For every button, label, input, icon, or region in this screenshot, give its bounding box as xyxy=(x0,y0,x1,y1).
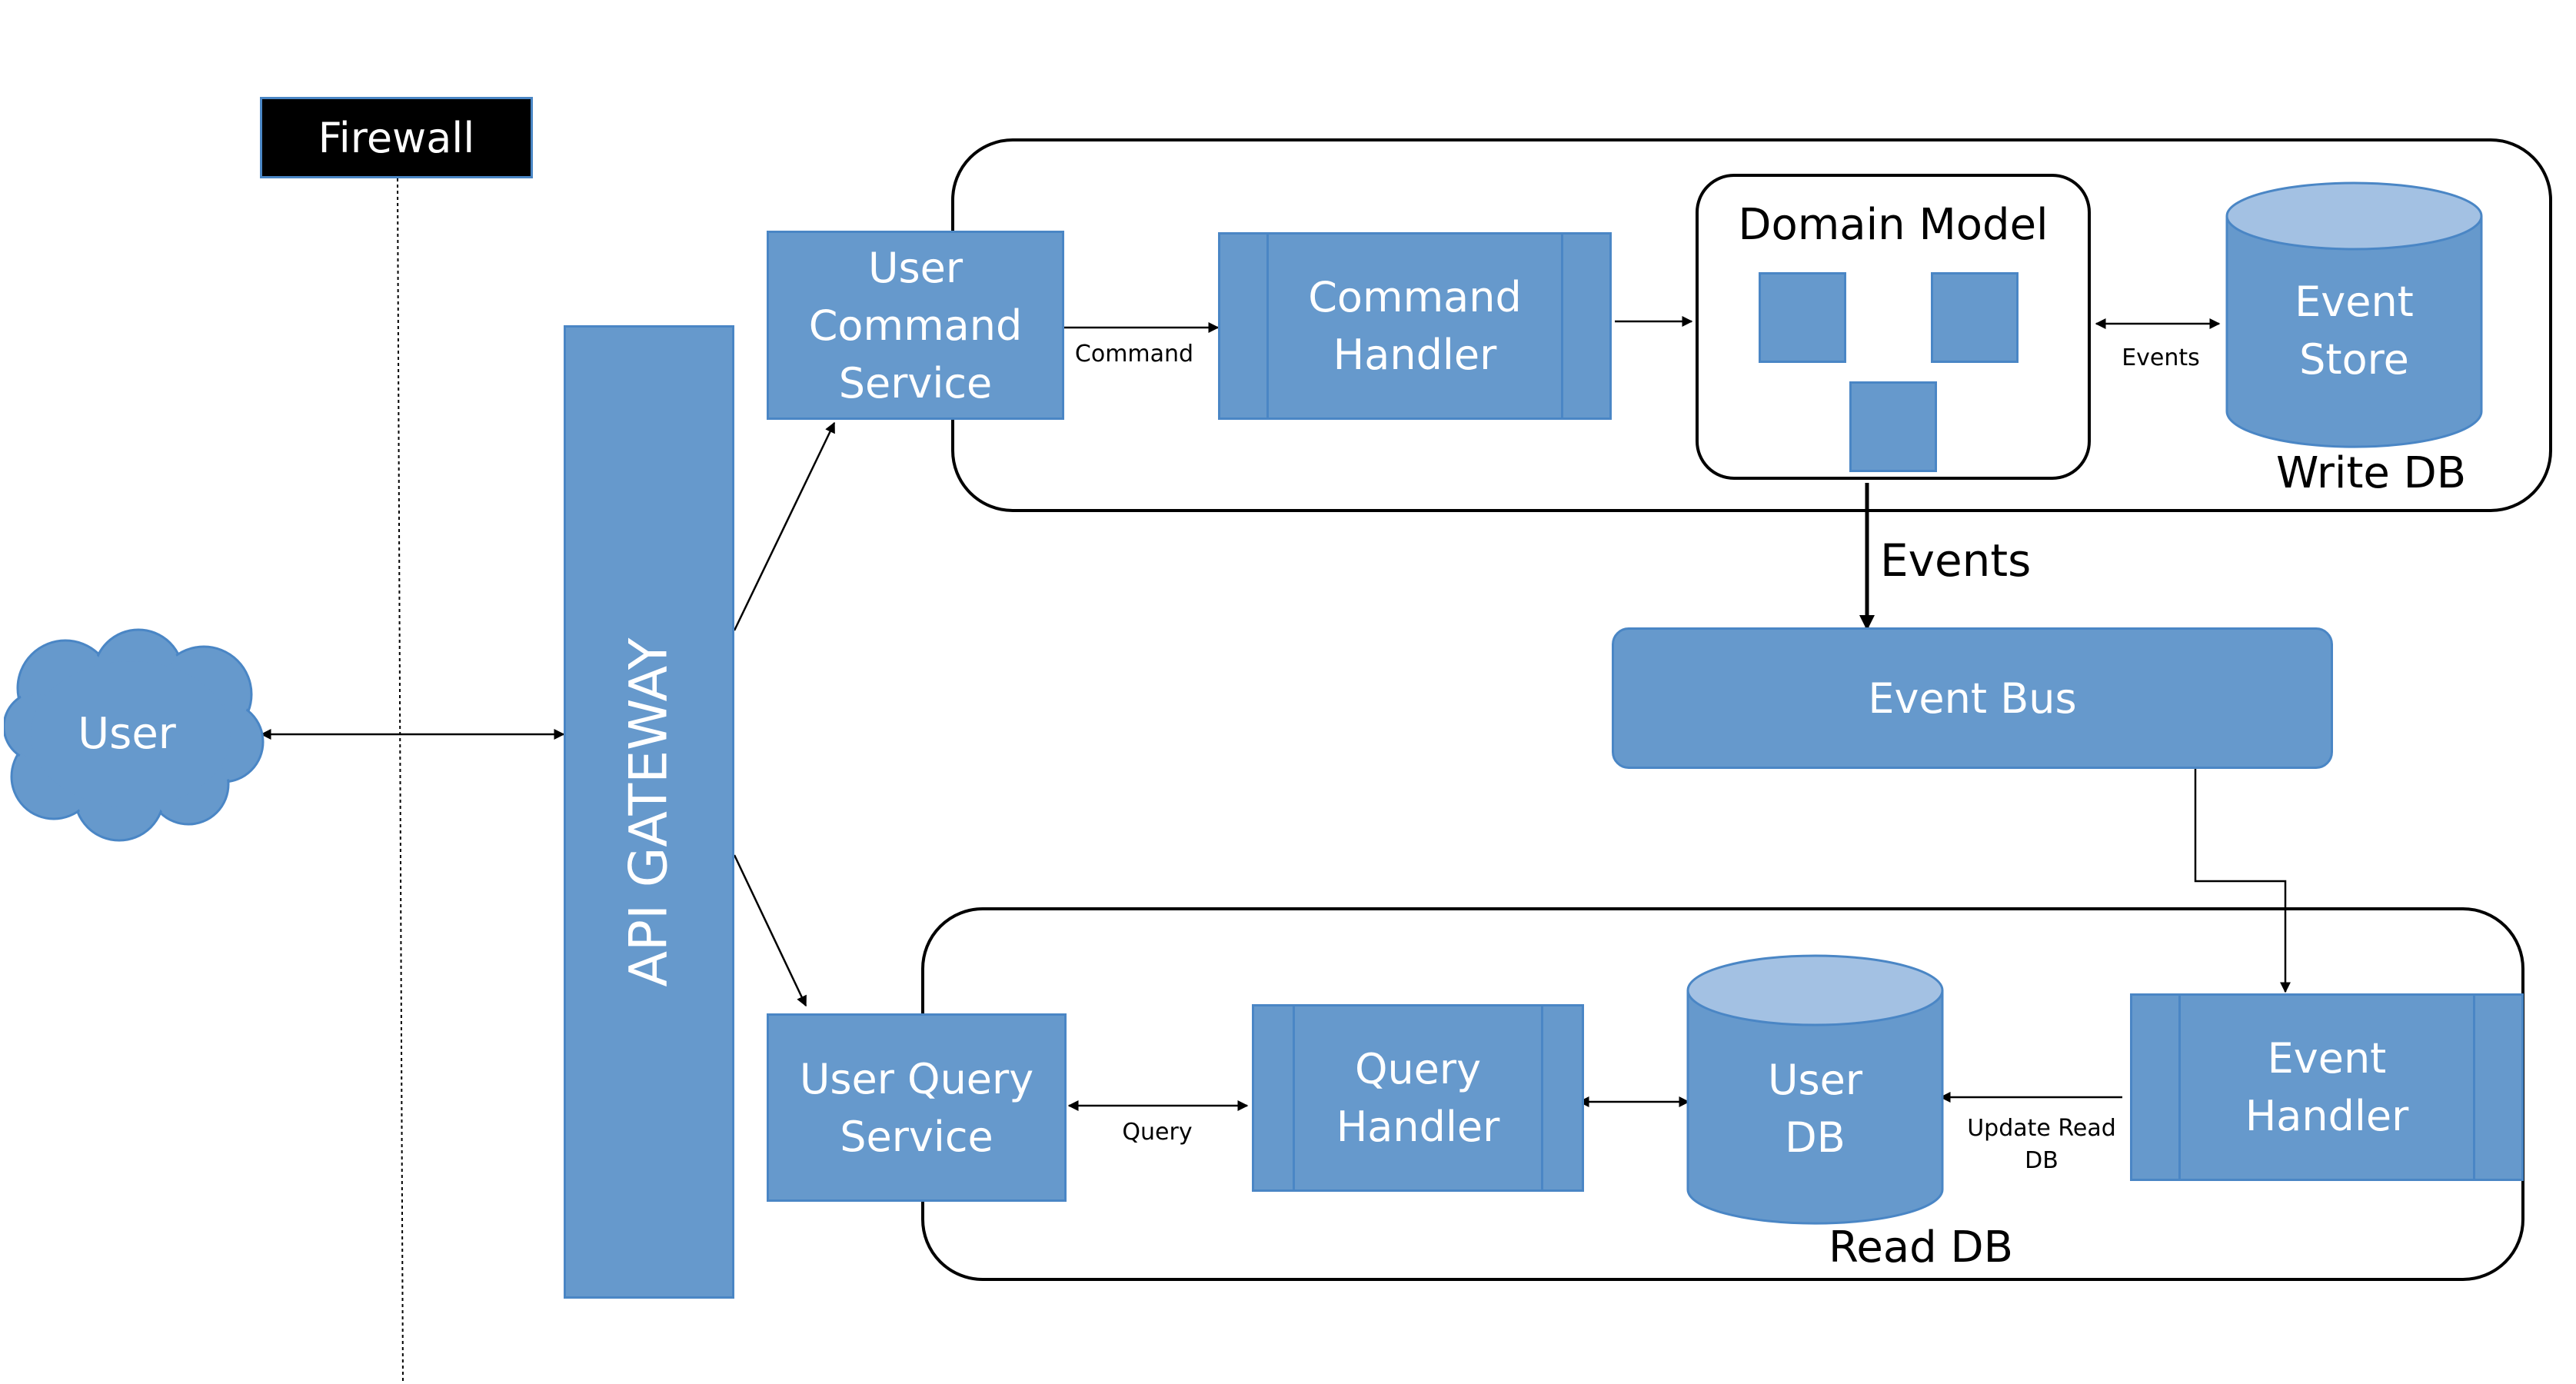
cloud-icon xyxy=(2,628,265,842)
user-command-service: User Command Service xyxy=(767,231,1064,420)
events-label: Events xyxy=(1880,534,2032,587)
command-handler-right-bar xyxy=(1561,235,1563,418)
query-handler-label: Query Handler xyxy=(1336,1045,1500,1151)
event-store: Event Store xyxy=(2225,181,2484,450)
firewall-box: Firewall xyxy=(260,97,533,178)
event-handler-left-bar xyxy=(2178,996,2181,1179)
api-gateway: API GATEWAY xyxy=(564,325,734,1299)
event-handler-label: Event Handler xyxy=(2245,1034,2409,1140)
events-small-label: Events xyxy=(2122,344,2200,371)
event-store-label: Event Store xyxy=(2295,278,2414,384)
user-label: User xyxy=(78,709,176,759)
update-read-db-label: Update Read DB xyxy=(1967,1115,2116,1174)
user-db-cylinder-icon xyxy=(1686,954,1944,1225)
user-cloud: User xyxy=(2,627,265,842)
read-db-label: Read DB xyxy=(1829,1223,2014,1273)
user-query-service-label: User Query Service xyxy=(799,1054,1034,1161)
api-gateway-label: API GATEWAY xyxy=(618,637,680,986)
write-db-label: Write DB xyxy=(2276,448,2467,498)
command-handler-left-bar xyxy=(1266,235,1269,418)
bus-to-handler-connector xyxy=(2194,769,2291,993)
command-label: Command xyxy=(1074,341,1194,368)
user-query-service: User Query Service xyxy=(767,1013,1067,1202)
gateway-to-command-arrow xyxy=(733,421,836,631)
event-bus-label: Event Bus xyxy=(1868,674,2077,723)
event-bus: Event Bus xyxy=(1612,627,2333,769)
event-handler-right-bar xyxy=(2473,996,2475,1179)
command-handler-label: Command Handler xyxy=(1308,273,1522,379)
domain-entity-2 xyxy=(1931,272,2019,363)
domain-entity-3 xyxy=(1849,381,1937,472)
firewall-label: Firewall xyxy=(318,113,475,162)
event-handler: Event Handler xyxy=(2130,993,2524,1181)
user-db-label: User DB xyxy=(1767,1056,1863,1162)
firewall-line xyxy=(397,178,404,1384)
gateway-to-query-arrow xyxy=(733,854,807,1007)
query-handler: Query Handler xyxy=(1252,1004,1584,1192)
domain-model-title: Domain Model xyxy=(1738,200,2048,250)
domain-model: Domain Model xyxy=(1696,174,2091,480)
command-handler: Command Handler xyxy=(1218,232,1612,420)
query-handler-left-bar xyxy=(1293,1006,1295,1189)
user-db: User DB xyxy=(1686,953,1945,1226)
event-store-cylinder-icon xyxy=(2225,181,2483,448)
query-label: Query xyxy=(1122,1119,1193,1146)
user-command-service-label: User Command Service xyxy=(808,243,1023,408)
query-handler-right-bar xyxy=(1541,1006,1543,1189)
domain-entity-1 xyxy=(1759,272,1846,363)
